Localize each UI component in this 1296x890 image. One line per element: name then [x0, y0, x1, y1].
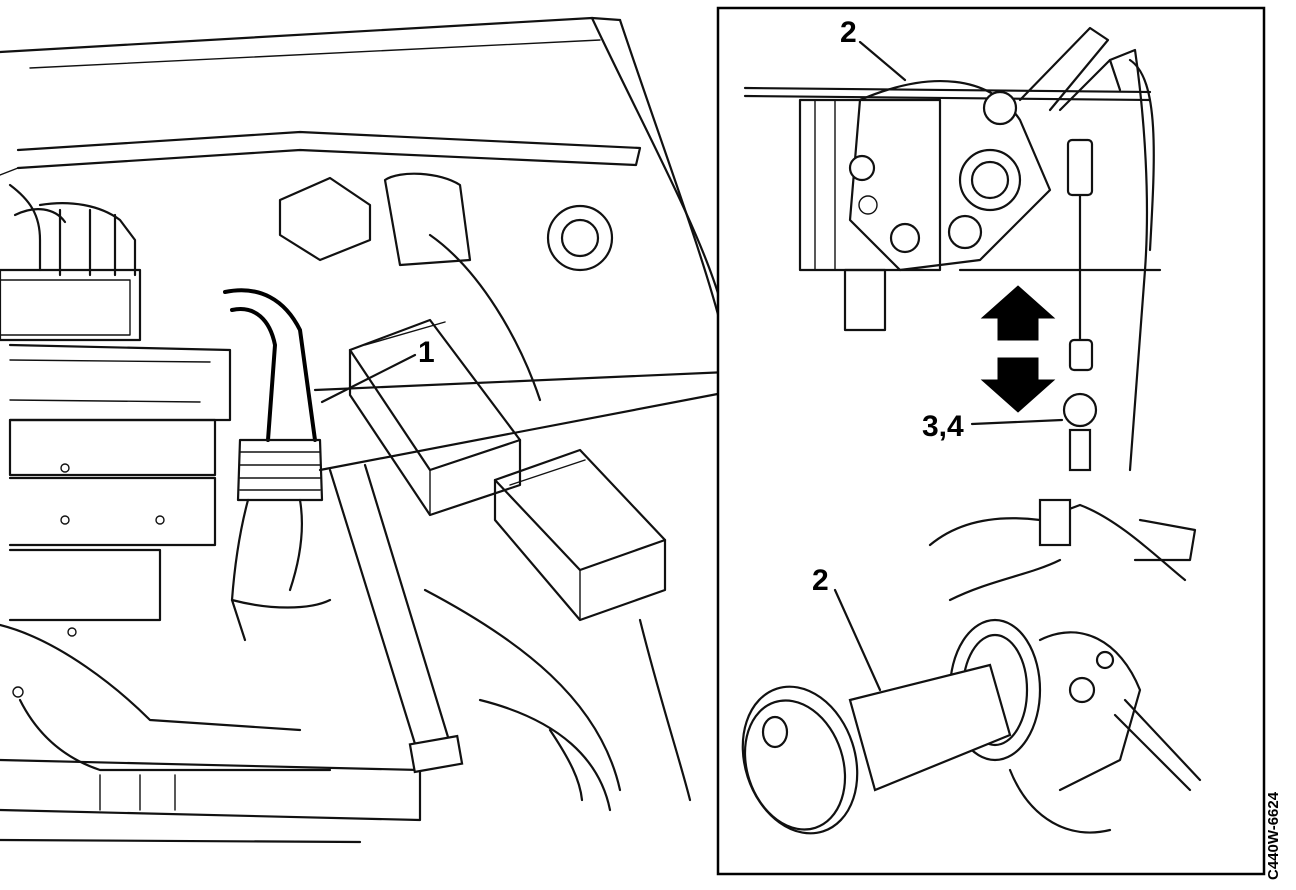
tool-detail [741, 498, 1202, 835]
detail-leader-bottom [318, 390, 730, 472]
engine-block [0, 343, 332, 772]
detail-leader-top [313, 370, 730, 392]
arrow-up-icon [980, 285, 1056, 341]
battery [348, 318, 522, 517]
intake-manifold [0, 183, 142, 342]
throttle-body-detail [743, 26, 1162, 472]
arrow-down-icon [980, 357, 1056, 413]
fuse-box [493, 448, 667, 622]
callout-1-leader [320, 353, 417, 404]
air-intake-hose [223, 288, 332, 642]
callout-3-4: 3,4 [922, 410, 964, 443]
figure-code: C440W-6624 [1265, 791, 1282, 880]
callout-2-bottom-leader [833, 588, 882, 692]
callout-3-4-leader [970, 418, 1064, 426]
callout-2-top-leader [858, 40, 907, 82]
engine-bay-overview [0, 16, 724, 844]
callout-2-bottom: 2 [812, 564, 829, 597]
callout-2-top: 2 [840, 16, 857, 49]
callout-1: 1 [418, 336, 435, 369]
